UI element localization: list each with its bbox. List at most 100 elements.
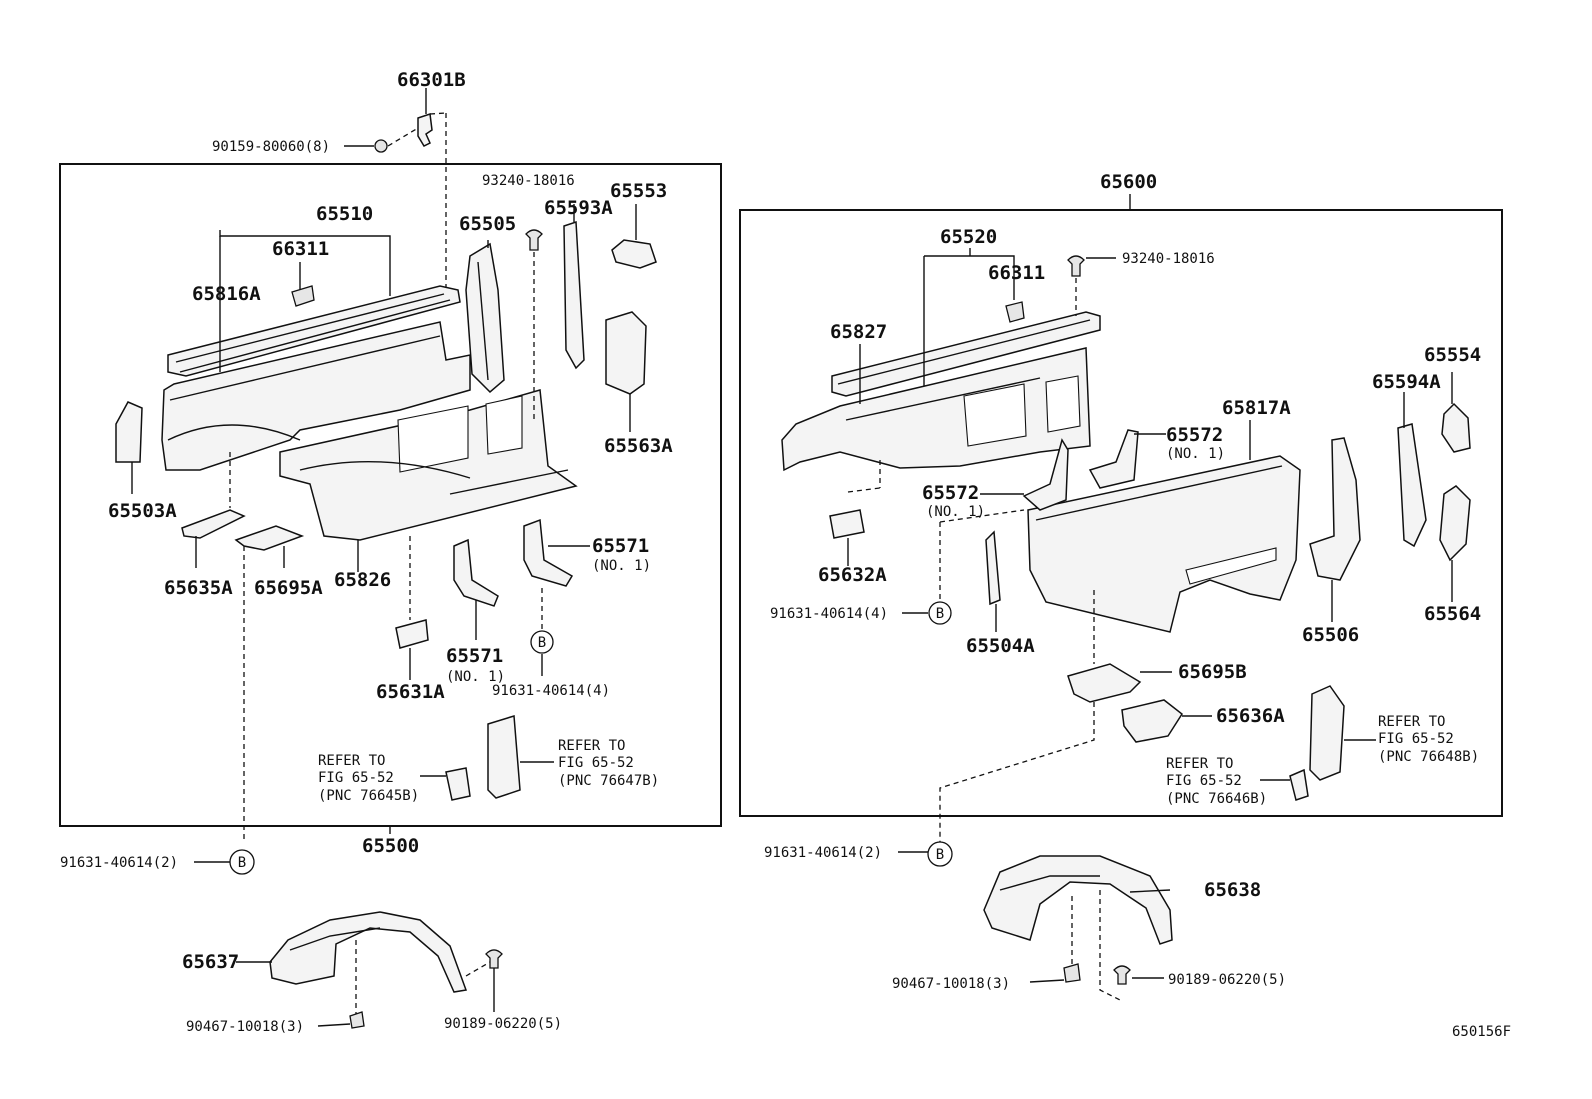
label-ref1-line1-right: REFER TO xyxy=(1378,714,1445,730)
label-ref2-line3-left: (PNC 76647B) xyxy=(558,773,659,789)
left-labels: 66301B 90159-80060(8) 93240-18016 65553 … xyxy=(60,69,673,1035)
support-65571-a xyxy=(453,538,499,607)
label-65636a: 65636A xyxy=(1216,705,1285,727)
label-66311-left: 66311 xyxy=(272,238,329,260)
label-90467-10018-left: 90467-10018(3) xyxy=(186,1019,304,1035)
cap-65554 xyxy=(1441,402,1471,453)
label-65635a: 65635A xyxy=(164,577,233,599)
label-90467-10018-right: 90467-10018(3) xyxy=(892,976,1010,992)
label-65554: 65554 xyxy=(1424,344,1481,366)
label-65593a: 65593A xyxy=(544,197,613,219)
cap-65553 xyxy=(611,239,657,269)
post-65505 xyxy=(465,242,505,394)
nut-90467-right xyxy=(1063,963,1081,983)
label-65571-left-sub: (NO. 1) xyxy=(446,669,505,685)
label-65638: 65638 xyxy=(1204,879,1261,901)
label-65505: 65505 xyxy=(459,213,516,235)
outer-fender-65817a xyxy=(1027,455,1301,633)
bracket-65695b xyxy=(1067,663,1142,703)
label-65503a: 65503A xyxy=(108,500,177,522)
clip-90189-right xyxy=(1113,965,1131,985)
label-90189-06220-right: 90189-06220(5) xyxy=(1168,972,1286,988)
bracket-65636a xyxy=(1121,699,1183,743)
label-ref2-line2-left: FIG 65-52 xyxy=(558,755,634,771)
right-labels: 65600 65520 93240-18016 66311 65827 6555… xyxy=(764,171,1481,992)
callout-b-right-1-letter: B xyxy=(936,606,944,622)
label-ref2-line2-right: FIG 65-52 xyxy=(1166,773,1242,789)
label-65594a: 65594A xyxy=(1372,371,1441,393)
label-66311-right: 66311 xyxy=(988,262,1045,284)
block-65632a xyxy=(829,509,865,539)
hinge-76648b xyxy=(1309,685,1345,781)
right-assembly-frame xyxy=(739,209,1503,817)
label-65571-right: 65571 xyxy=(592,535,649,557)
diagram-id: 650156F xyxy=(1452,1024,1511,1040)
label-93240-18016-left: 93240-18016 xyxy=(482,173,575,189)
callout-b-right-2-letter: B xyxy=(936,847,944,863)
label-65506: 65506 xyxy=(1302,624,1359,646)
callout-b-left-1-letter: B xyxy=(538,635,546,651)
label-65826: 65826 xyxy=(334,569,391,591)
label-65572-left-sub: (NO. 1) xyxy=(926,504,985,520)
label-ref1-line1-left: REFER TO xyxy=(318,753,385,769)
post-65506 xyxy=(1309,437,1361,581)
label-ref2-line1-left: REFER TO xyxy=(558,738,625,754)
hinge-76645b xyxy=(445,767,471,801)
label-66301b: 66301B xyxy=(397,69,466,91)
label-65572-right: 65572 xyxy=(1166,424,1223,446)
label-65563a: 65563A xyxy=(604,435,673,457)
label-65827: 65827 xyxy=(830,321,887,343)
label-65564: 65564 xyxy=(1424,603,1481,625)
bracket-65572-a xyxy=(1022,438,1069,511)
clip-90189-left xyxy=(485,949,503,969)
strip-65594a xyxy=(1397,423,1427,548)
liner-65638 xyxy=(983,855,1173,945)
label-65695a: 65695A xyxy=(254,577,323,599)
clip-66311-left xyxy=(291,285,315,307)
screw-93240-left xyxy=(525,229,543,251)
label-65504a: 65504A xyxy=(966,635,1035,657)
label-90159-80060: 90159-80060(8) xyxy=(212,139,330,155)
side-panel-65816a xyxy=(161,321,471,471)
callout-b-right-1 xyxy=(928,601,952,625)
support-65571-b xyxy=(523,518,574,587)
label-65572-right-sub: (NO. 1) xyxy=(1166,446,1225,462)
callout-b-right-2 xyxy=(927,841,953,867)
hinge-76646b xyxy=(1289,768,1309,801)
label-90189-06220-left: 90189-06220(5) xyxy=(444,1016,562,1032)
label-ref1-line3-right: (PNC 76648B) xyxy=(1378,749,1479,765)
bolt-90159 xyxy=(374,139,388,153)
label-65600: 65600 xyxy=(1100,171,1157,193)
label-ref2-line3-right: (PNC 76646B) xyxy=(1166,791,1267,807)
clip-66311-right xyxy=(1005,301,1025,323)
screw-93240-right xyxy=(1067,255,1085,277)
label-65632a: 65632A xyxy=(818,564,887,586)
label-65510: 65510 xyxy=(316,203,373,225)
label-91631-40614-4-left: 91631-40614(4) xyxy=(492,683,610,699)
label-65817a: 65817A xyxy=(1222,397,1291,419)
rail-65520 xyxy=(831,311,1101,397)
right-assembly: B B xyxy=(739,194,1503,1001)
label-65571-right-sub: (NO. 1) xyxy=(592,558,651,574)
block-65631a xyxy=(395,619,429,649)
label-ref1-line2-left: FIG 65-52 xyxy=(318,770,394,786)
hinge-76647b xyxy=(487,715,521,799)
label-65695b: 65695B xyxy=(1178,661,1247,683)
label-65637: 65637 xyxy=(182,951,239,973)
label-91631-40614-4-right: 91631-40614(4) xyxy=(770,606,888,622)
label-65500: 65500 xyxy=(362,835,419,857)
bracket-65572-b xyxy=(1088,429,1139,489)
housing-65564 xyxy=(1439,485,1471,562)
callout-b-left-1 xyxy=(530,630,554,654)
label-ref1-line3-left: (PNC 76645B) xyxy=(318,788,419,804)
callout-b-left-2 xyxy=(229,849,255,875)
bracket-65635a xyxy=(181,509,246,539)
liner-65637 xyxy=(269,911,468,993)
label-65816a: 65816A xyxy=(192,283,261,305)
corner-65503a xyxy=(115,401,143,463)
label-91631-40614-2-right: 91631-40614(2) xyxy=(764,845,882,861)
label-65553: 65553 xyxy=(610,180,667,202)
label-ref1-line2-right: FIG 65-52 xyxy=(1378,731,1454,747)
housing-65563a xyxy=(605,311,647,395)
